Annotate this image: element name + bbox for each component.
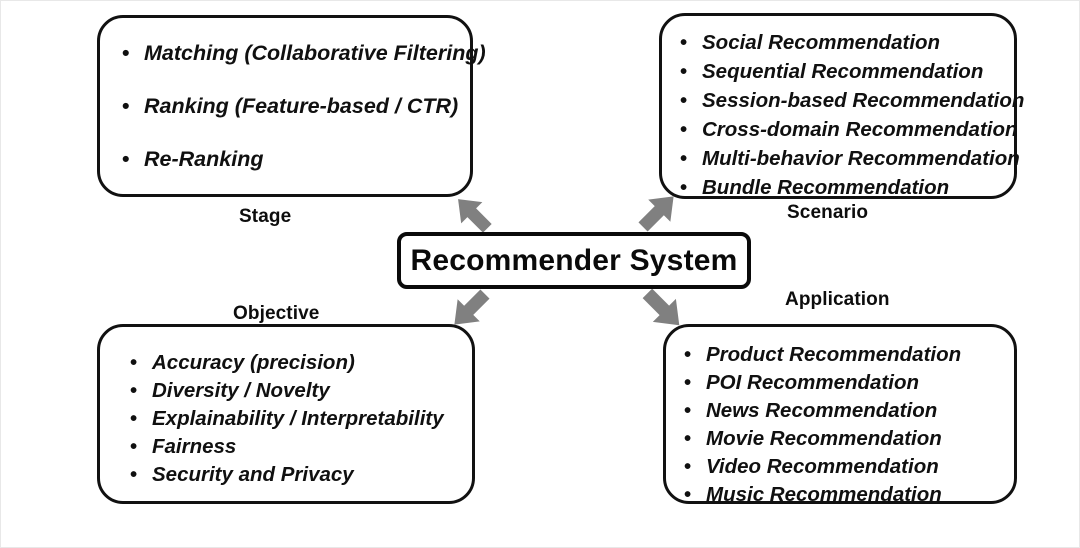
list-item: POI Recommendation (680, 369, 1014, 397)
stage-label: Stage (239, 206, 292, 227)
list-item: Explainability / Interpretability (126, 405, 472, 433)
list-item: Music Recommendation (680, 481, 1014, 509)
list-item: Cross-domain Recommendation (676, 115, 1018, 144)
center-node: Recommender System (397, 232, 751, 289)
application-box: Product Recommendation POI Recommendatio… (663, 324, 1017, 509)
application-label: Application (785, 289, 890, 310)
list-item: Fairness (126, 433, 472, 461)
list-item: News Recommendation (680, 397, 1014, 425)
scenario-list: Social Recommendation Sequential Recomme… (662, 16, 1024, 202)
application-list: Product Recommendation POI Recommendatio… (666, 327, 1014, 509)
list-item: Movie Recommendation (680, 425, 1014, 453)
list-item: Session-based Recommendation (676, 86, 1024, 115)
list-item: Diversity / Novelty (126, 377, 472, 405)
list-item: Social Recommendation (676, 28, 1014, 57)
scenario-box: Social Recommendation Sequential Recomme… (659, 13, 1024, 202)
list-item: Matching (Collaborative Filtering) (118, 40, 486, 66)
objective-box: Accuracy (precision) Diversity / Novelty… (97, 324, 475, 504)
list-item: Product Recommendation (680, 341, 1014, 369)
list-item: Security and Privacy (126, 461, 472, 489)
list-item: Video Recommendation (680, 453, 1014, 481)
stage-box: Matching (Collaborative Filtering) Ranki… (97, 15, 486, 197)
arrow-up-left-icon (458, 199, 492, 233)
arrow-down-right-icon (642, 288, 680, 326)
list-item: Re-Ranking (118, 146, 470, 172)
list-item: Ranking (Feature-based / CTR) (118, 93, 470, 119)
arrow-down-left-icon (454, 289, 490, 325)
objective-label: Objective (233, 303, 320, 324)
arrow-up-right-icon (638, 196, 674, 232)
list-item: Accuracy (precision) (126, 349, 472, 377)
objective-list: Accuracy (precision) Diversity / Novelty… (100, 327, 472, 489)
list-item: Bundle Recommendation (676, 173, 1014, 202)
center-node-label: Recommender System (410, 243, 738, 277)
scenario-label: Scenario (787, 202, 869, 223)
stage-list: Matching (Collaborative Filtering) Ranki… (100, 18, 486, 172)
list-item: Multi-behavior Recommendation (676, 144, 1020, 173)
list-item: Sequential Recommendation (676, 57, 1014, 86)
